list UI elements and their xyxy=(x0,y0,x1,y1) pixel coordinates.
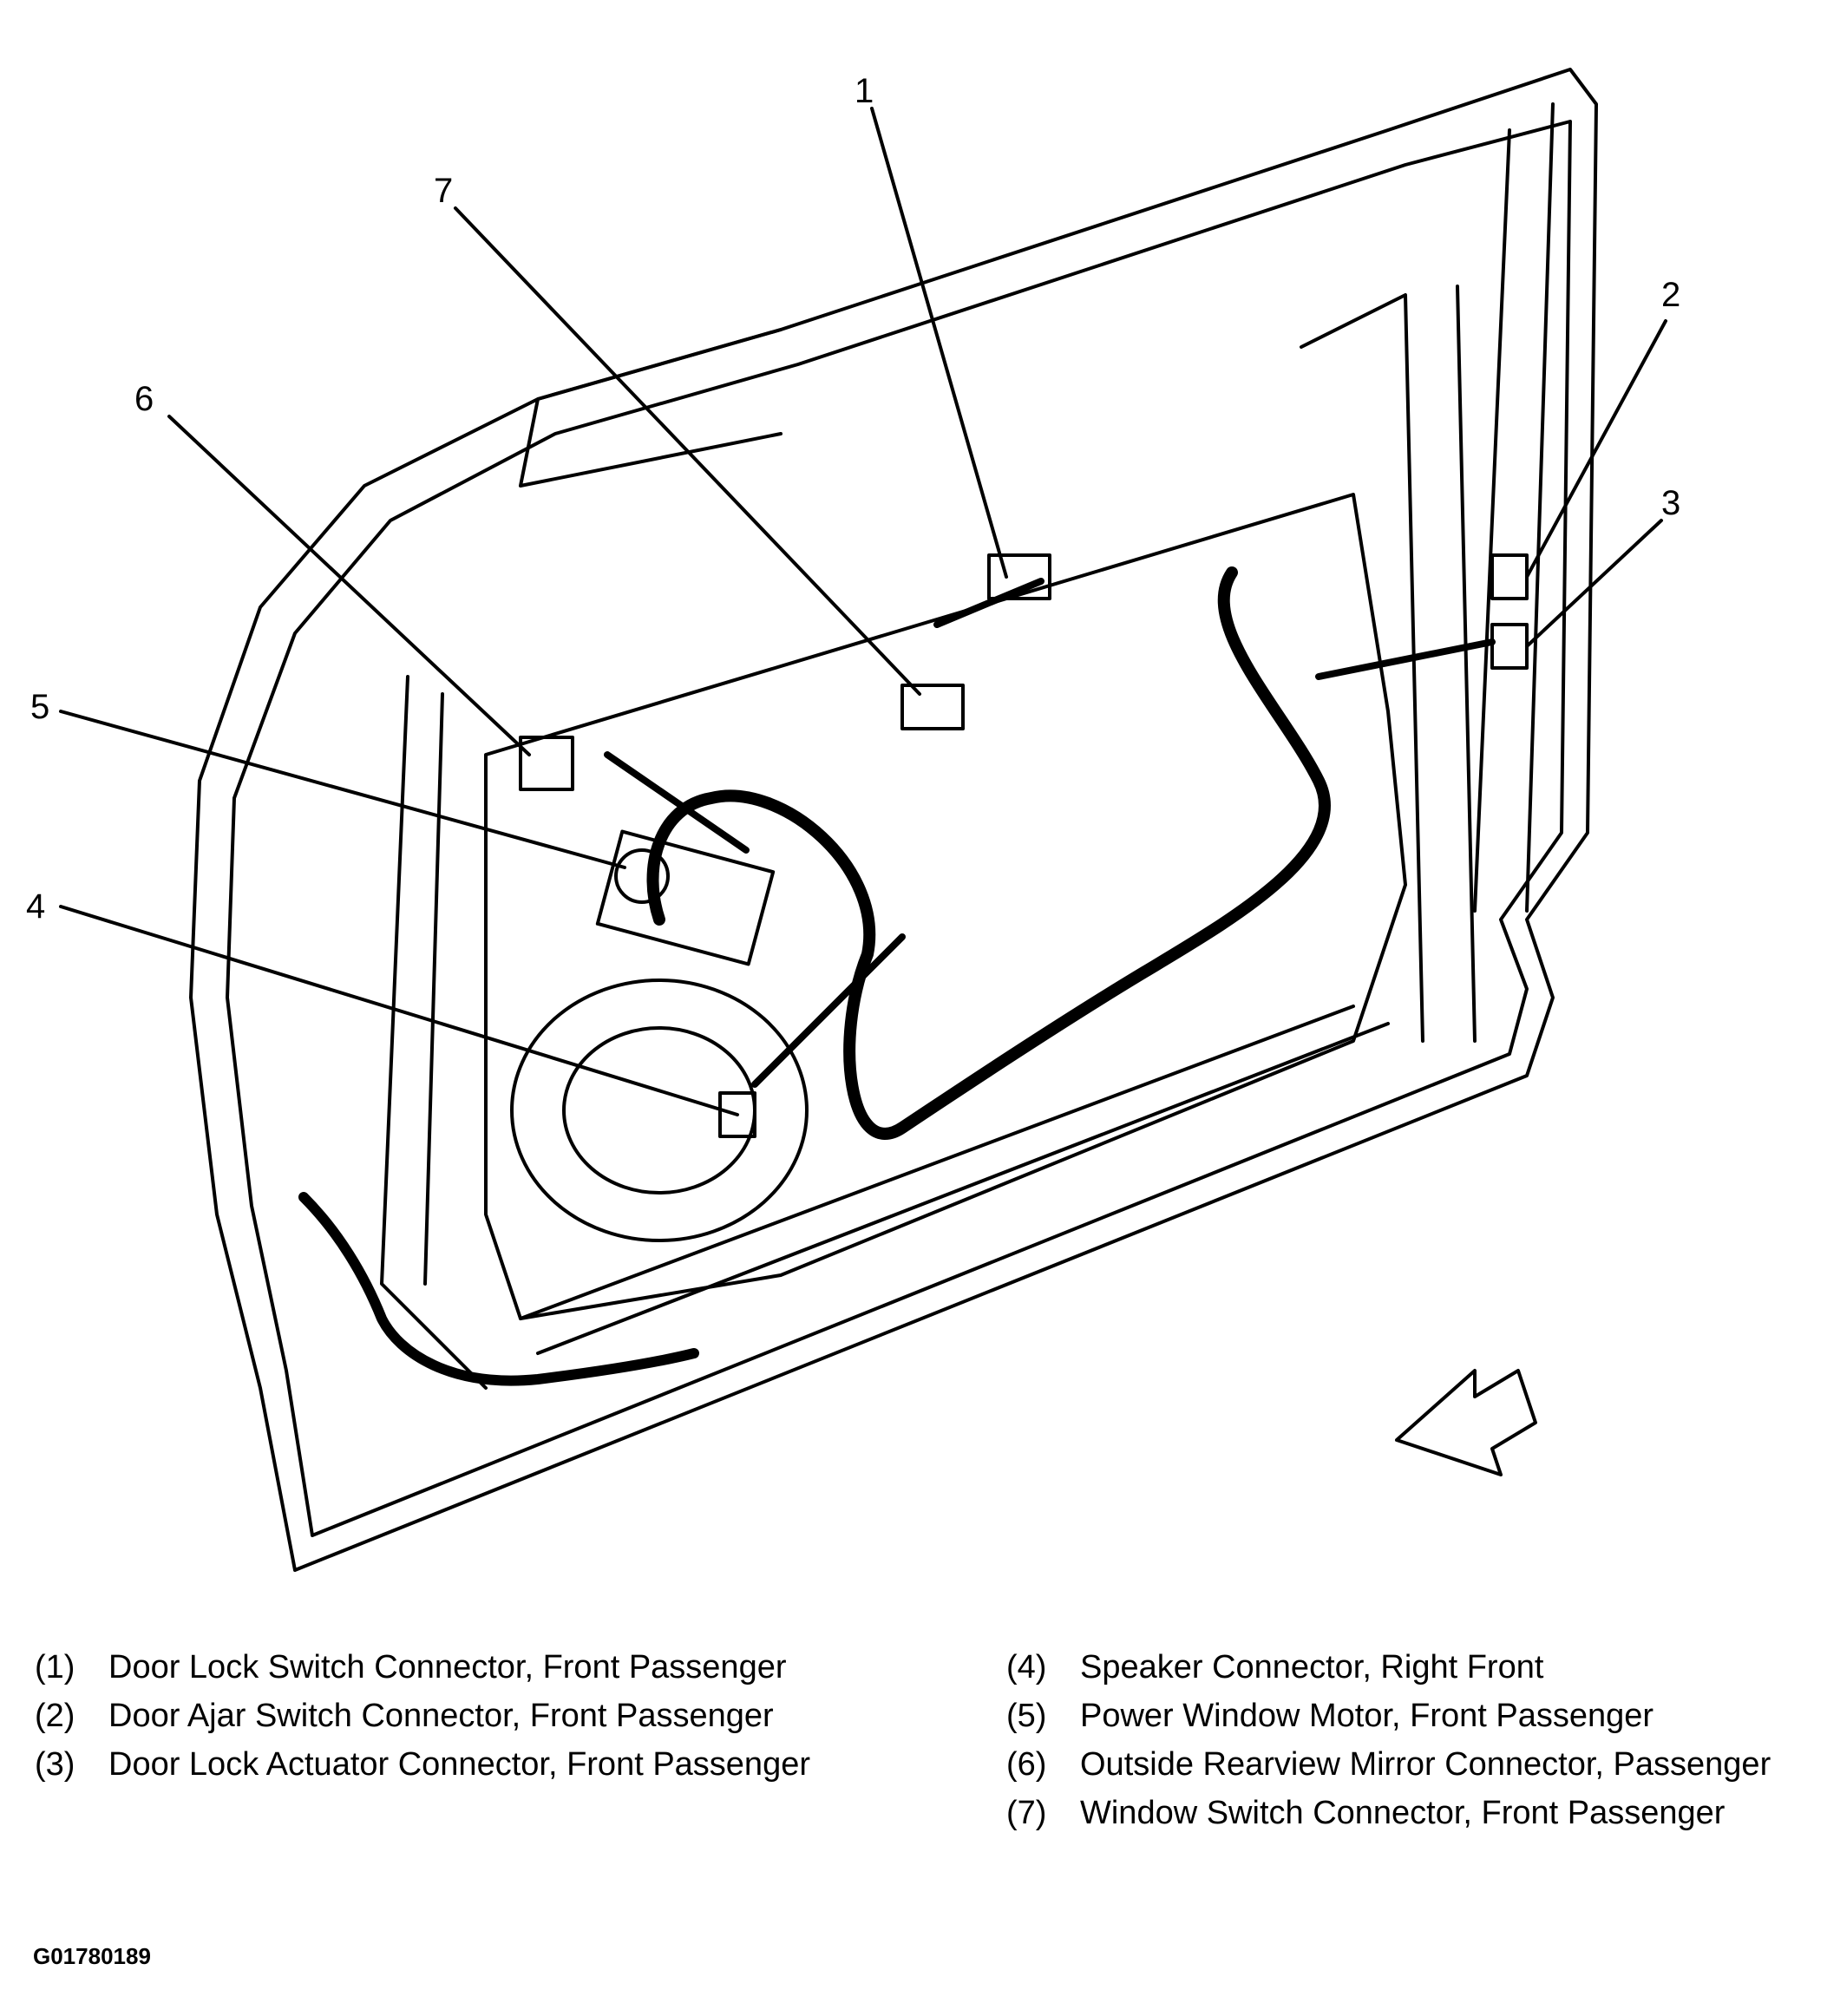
legend-num: (3) xyxy=(35,1746,75,1783)
legend-item-2: (2) Door Ajar Switch Connector, Front Pa… xyxy=(35,1697,885,1735)
legend-item-3: (3) Door Lock Actuator Connector, Front … xyxy=(35,1745,885,1784)
inner-panel xyxy=(484,493,1407,1320)
legend-text: Outside Rearview Mirror Connector, Passe… xyxy=(1080,1746,1771,1783)
callout-3: 3 xyxy=(1661,484,1681,522)
regulator-track xyxy=(1300,285,1477,1043)
leader-line-6 xyxy=(167,415,531,756)
window-motor xyxy=(595,829,776,966)
legend-num: (7) xyxy=(1006,1795,1047,1831)
legend-num: (5) xyxy=(1006,1698,1047,1734)
legend-item-5: (5) Power Window Motor, Front Passenger xyxy=(1006,1697,1827,1735)
door-illustration xyxy=(59,68,1667,1572)
connector-3 xyxy=(1490,623,1529,670)
legend-num: (4) xyxy=(1006,1649,1047,1685)
legend-left-column: (1) Door Lock Switch Connector, Front Pa… xyxy=(35,1648,885,1794)
figure-id: G01780189 xyxy=(33,1943,151,1969)
connector-6 xyxy=(519,736,574,791)
legend-item-7: (7) Window Switch Connector, Front Passe… xyxy=(1006,1794,1827,1832)
leader-line-7 xyxy=(454,206,921,696)
legend-text: Window Switch Connector, Front Passenger xyxy=(1080,1795,1726,1831)
window-frame xyxy=(519,102,1555,913)
callout-2: 2 xyxy=(1661,276,1681,314)
hinge-pillar xyxy=(380,675,488,1390)
harness-branch xyxy=(604,578,1496,1088)
speaker xyxy=(510,979,809,1242)
legend-text: Door Ajar Switch Connector, Front Passen… xyxy=(108,1698,774,1734)
door-inner-flange xyxy=(226,120,1572,1537)
wiring-harness xyxy=(646,566,1331,1140)
legend-num: (1) xyxy=(35,1649,75,1685)
legend-item-6: (6) Outside Rearview Mirror Connector, P… xyxy=(1006,1745,1827,1784)
leader-line-4 xyxy=(59,905,739,1116)
callout-7: 7 xyxy=(434,172,454,210)
legend-item-1: (1) Door Lock Switch Connector, Front Pa… xyxy=(35,1648,885,1686)
legend-text: Door Lock Switch Connector, Front Passen… xyxy=(108,1649,787,1685)
leader-line-1 xyxy=(870,107,1008,579)
connector-7 xyxy=(900,684,965,730)
connector-2 xyxy=(1490,553,1529,600)
lower-harness xyxy=(298,1192,699,1386)
inner-panel-ledge xyxy=(519,1005,1390,1355)
callout-4: 4 xyxy=(26,887,46,926)
legend-item-4: (4) Speaker Connector, Right Front xyxy=(1006,1648,1827,1686)
legend-right-column: (4) Speaker Connector, Right Front (5) P… xyxy=(1006,1648,1827,1843)
door-wiring-diagram: 1 2 3 4 5 6 7 xyxy=(26,68,1681,1572)
direction-arrow xyxy=(1395,1369,1537,1476)
legend-text: Door Lock Actuator Connector, Front Pass… xyxy=(108,1746,810,1783)
legend-text: Power Window Motor, Front Passenger xyxy=(1080,1698,1654,1734)
legend-text: Speaker Connector, Right Front xyxy=(1080,1649,1544,1685)
leader-line-2 xyxy=(1525,319,1667,579)
connector-4 xyxy=(718,1091,756,1138)
callout-5: 5 xyxy=(30,688,50,726)
motor-cap xyxy=(614,848,670,904)
leader-line-5 xyxy=(59,710,626,869)
connector-1 xyxy=(987,553,1051,600)
leader-line-3 xyxy=(1525,519,1663,648)
legend-num: (6) xyxy=(1006,1746,1047,1783)
callout-6: 6 xyxy=(134,380,154,418)
callout-1: 1 xyxy=(855,72,874,110)
legend-num: (2) xyxy=(35,1698,75,1734)
